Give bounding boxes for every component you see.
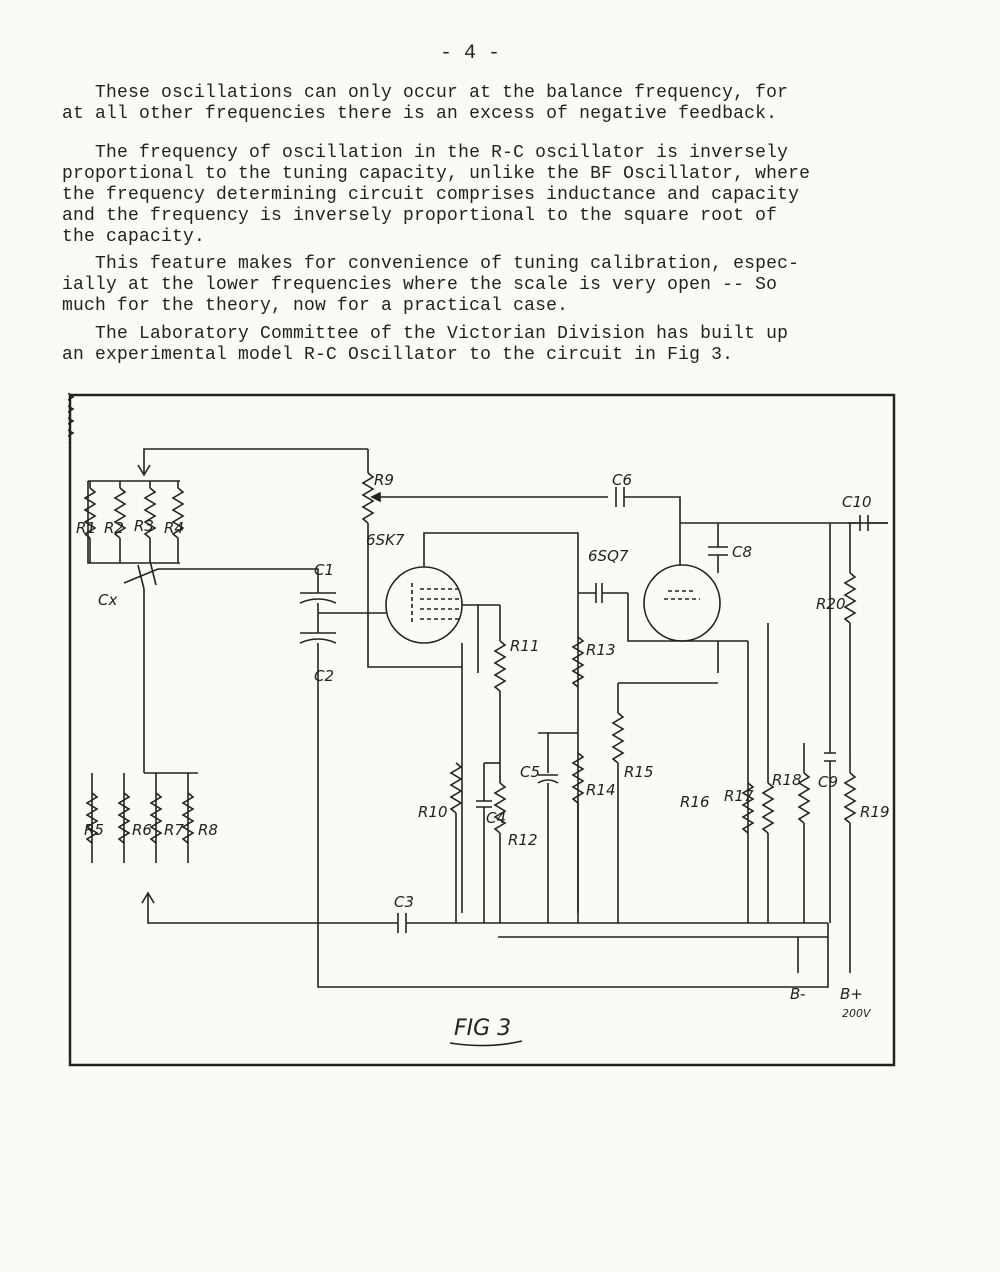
label-r3: R3	[134, 517, 154, 535]
page-number: - 4 -	[440, 42, 501, 65]
label-r18: R18	[772, 771, 802, 789]
label-r5: R5	[84, 821, 104, 839]
label-r11: R11	[510, 637, 540, 655]
label-c2: C2	[314, 667, 334, 685]
capacitor-c1	[299, 592, 337, 604]
resistor-r17	[762, 782, 774, 834]
resistor-r14	[572, 752, 584, 804]
label-r1: R1	[76, 519, 96, 537]
label-r16: R16	[680, 793, 710, 811]
label-6sk7: 6SK7	[366, 531, 405, 549]
resistor-r19	[844, 772, 856, 824]
label-c9: C9	[818, 773, 838, 791]
figure-caption: FIG 3	[454, 1016, 511, 1041]
resistor-r15	[612, 712, 624, 764]
label-r19: R19	[860, 803, 890, 821]
label-c4: C4	[486, 809, 506, 827]
capacitor-c6	[615, 487, 625, 507]
capacitor-c7	[578, 583, 628, 603]
label-c10: C10	[842, 493, 872, 511]
figure-frame	[68, 393, 896, 1067]
capacitor-c4	[476, 800, 492, 808]
paragraph-3: This feature makes for convenience of tu…	[62, 254, 800, 316]
label-r8: R8	[198, 821, 218, 839]
wire-top-left	[143, 448, 368, 473]
capacitor-c5	[537, 732, 559, 784]
capacitor-c8	[708, 523, 728, 556]
label-r13: R13	[586, 641, 616, 659]
label-c8: C8	[732, 543, 752, 561]
resistor-r7	[150, 792, 162, 844]
label-c5: C5	[520, 763, 540, 781]
label-r9: R9	[374, 471, 394, 489]
capacitor-c3	[397, 913, 407, 933]
label-b-plus: B+	[840, 985, 863, 1003]
capacitor-cx	[123, 560, 159, 590]
label-c1: C1	[314, 561, 334, 579]
circuit-figure: R1 R2 R3 R4 Cx C1 C2 R9 6SK7 C6 6SQ7 C8 …	[61, 392, 896, 1067]
resistor-r9	[362, 472, 374, 524]
paragraph-1: These oscillations can only occur at the…	[62, 83, 789, 124]
label-b-minus: B-	[790, 985, 805, 1003]
resistor-r6	[118, 792, 130, 844]
label-c3: C3	[394, 893, 414, 911]
label-r7: R7	[164, 821, 184, 839]
paragraph-2: The frequency of oscillation in the R-C …	[62, 143, 811, 247]
label-r4: R4	[164, 519, 184, 537]
label-c6: C6	[612, 471, 632, 489]
label-r17: R17	[724, 787, 754, 805]
resistor-r10	[450, 762, 462, 814]
capacitor-c10	[848, 515, 888, 531]
paragraph-4: The Laboratory Committee of the Victoria…	[62, 324, 789, 365]
label-voltage: 200V	[842, 1007, 872, 1020]
label-r14: R14	[586, 781, 616, 799]
label-r12: R12	[508, 831, 538, 849]
caption-underline	[449, 1040, 523, 1047]
label-r10: R10	[418, 803, 448, 821]
label-r2: R2	[104, 519, 124, 537]
tube-6sk7	[385, 566, 463, 644]
capacitor-c9	[824, 752, 836, 762]
label-r15: R15	[624, 763, 654, 781]
circuit-diagram: R1 R2 R3 R4 Cx C1 C2 R9 6SK7 C6 6SQ7 C8 …	[61, 392, 896, 1067]
label-6sq7: 6SQ7	[588, 547, 629, 565]
resistor-r13	[572, 636, 584, 688]
label-cx: Cx	[98, 591, 117, 609]
tube-6sq7	[643, 564, 721, 642]
resistor-r8	[182, 792, 194, 844]
capacitor-c2	[299, 632, 337, 644]
label-r6: R6	[132, 821, 152, 839]
resistor-r20	[844, 572, 856, 624]
label-r20: R20	[816, 595, 846, 613]
resistor-r11	[494, 640, 506, 692]
